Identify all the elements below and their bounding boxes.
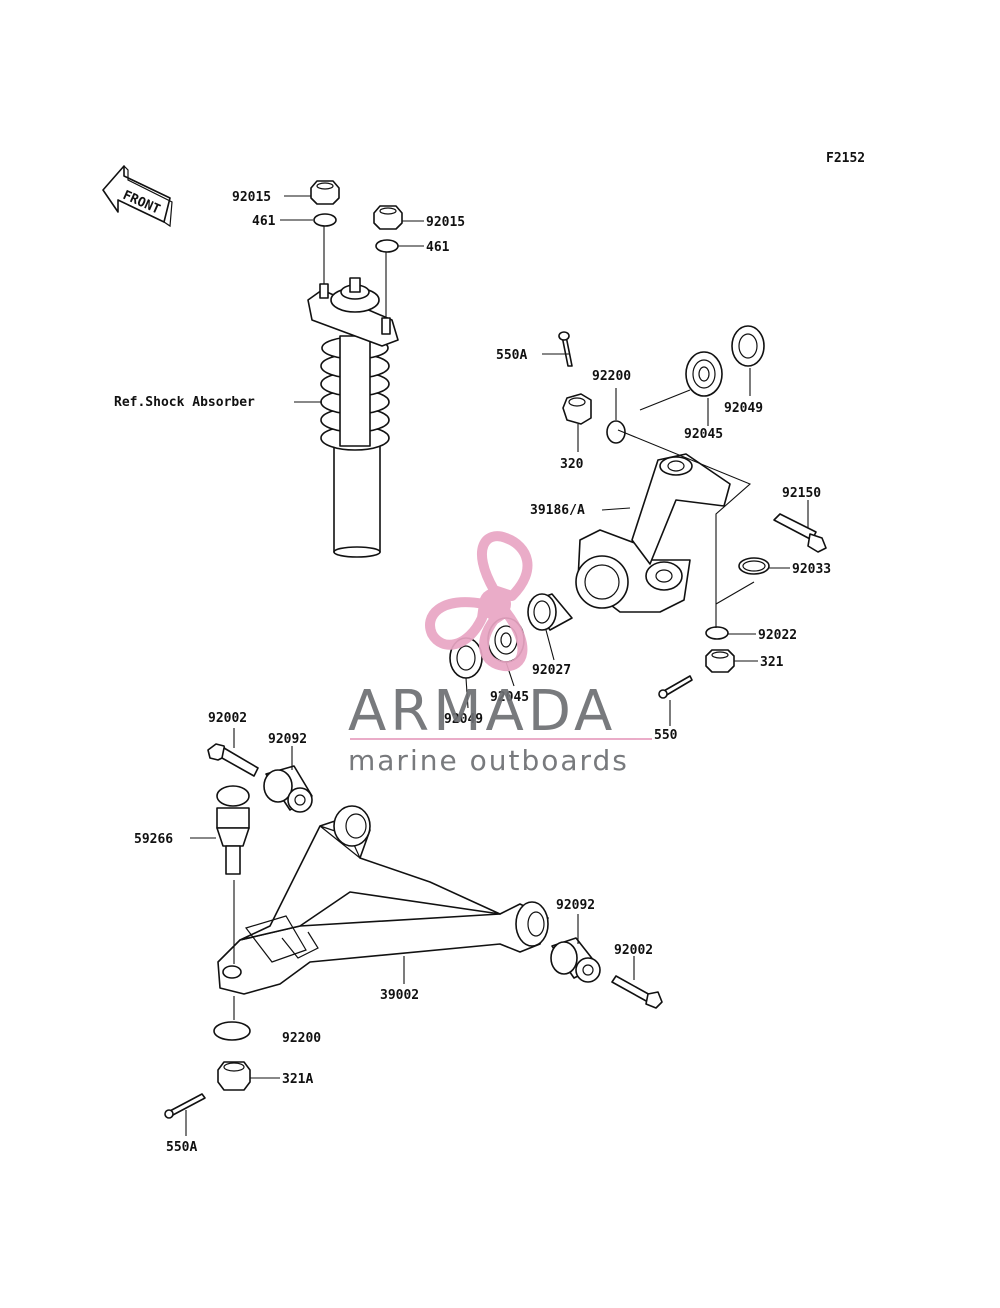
knuckle-39186A-drawing [575,453,731,613]
bushing-92092-left [263,765,313,813]
bushing-92092-right [550,937,601,983]
label-550A-top: 550A [496,348,527,363]
watermark-subtitle: marine outboards [348,744,629,777]
label-59266: 59266 [134,832,173,847]
washer-92200-top [606,420,626,444]
label-92033: 92033 [792,562,831,577]
label-92092-right: 92092 [556,898,595,913]
label-550A-bot: 550A [166,1140,197,1155]
bearing-92045-top [685,351,723,397]
nut-92015-a [310,180,340,205]
label-92200-top: 92200 [592,369,631,384]
label-92022: 92022 [758,628,797,643]
armada-watermark: ARMADA marine outboards [348,531,652,777]
washer-461-a [313,213,337,227]
label-92002-right: 92002 [614,943,653,958]
propeller-logo-icon [425,531,533,672]
label-92015-a: 92015 [232,190,271,205]
label-92045-top: 92045 [684,427,723,442]
a-arm-39002-drawing [217,805,549,995]
label-92027: 92027 [532,663,571,678]
circlip-92033 [738,557,770,575]
label-92015-b: 92015 [426,215,465,230]
label-92002-left: 92002 [208,711,247,726]
nut-321A [217,1061,251,1091]
washer-461-b [375,239,399,253]
figure-id: F2152 [826,151,865,166]
cotter-pin-550A-bot [164,1093,206,1119]
label-92092-left: 92092 [268,732,307,747]
cotter-pin-550A-top [558,331,573,367]
label-92049-bot: 92049 [444,712,483,727]
label-320: 320 [560,457,584,472]
nut-321 [705,649,735,673]
label-92049-top: 92049 [724,401,763,416]
nut-92015-b [373,205,403,230]
bolt-92002-right [611,975,663,1009]
label-39186A: 39186/A [530,503,585,518]
label-92150: 92150 [782,486,821,501]
label-92045-bot: 92045 [490,690,529,705]
label-ref-shock-absorber: Ref.Shock Absorber [114,395,255,410]
washer-92200-bot [213,1021,251,1041]
bolt-92002-left [207,743,259,777]
spacer-92027 [527,593,573,631]
label-550: 550 [654,728,678,743]
label-39002: 39002 [380,988,419,1003]
bolt-92150 [773,513,827,553]
cotter-pin-550 [658,675,693,699]
watermark-divider [350,738,652,740]
label-461-b: 461 [426,240,450,255]
watermark-title: ARMADA [348,679,616,744]
seal-92049-top [731,325,765,367]
label-92200-bot: 92200 [282,1031,321,1046]
front-arrow-icon: FRONT [102,165,173,228]
label-321A: 321A [282,1072,313,1087]
label-461-a: 461 [252,214,276,229]
label-321: 321 [760,655,784,670]
washer-92022 [705,626,729,640]
ball-joint-59266 [216,785,250,875]
nut-320 [562,393,592,425]
shock-absorber-drawing [307,226,399,558]
